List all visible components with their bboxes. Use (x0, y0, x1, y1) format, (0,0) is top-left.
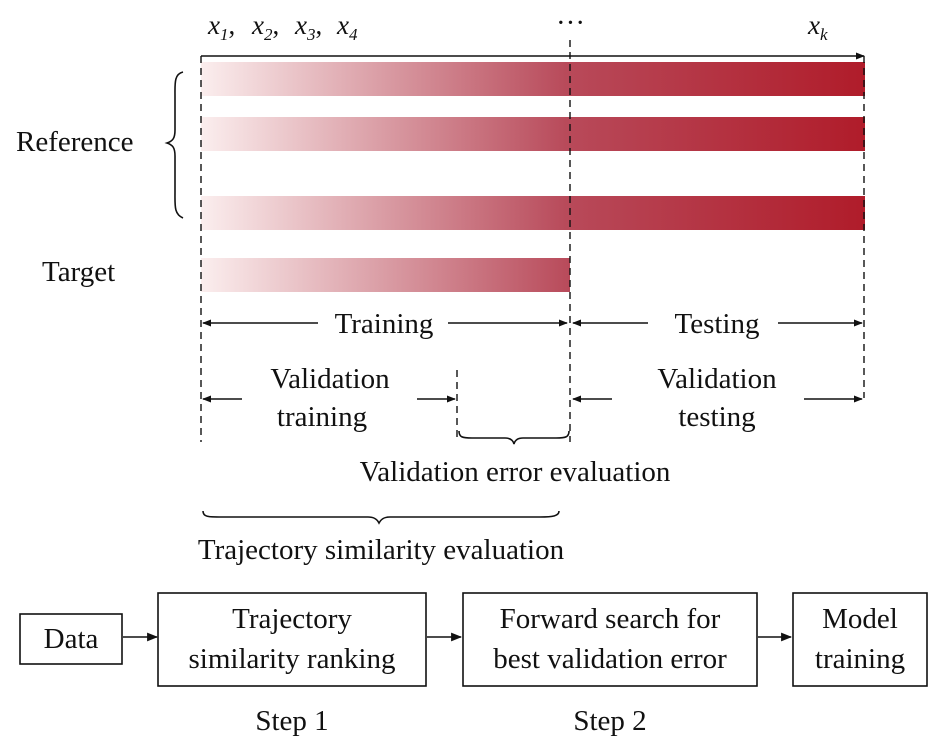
ranking-label-1: Trajectory (232, 603, 352, 635)
step-2-label: Step 2 (573, 705, 646, 737)
trajectory-similarity-label: Trajectory similarity evaluation (198, 534, 565, 566)
model-label-1: Model (822, 603, 898, 635)
ranking-box (157, 592, 427, 687)
search-label-2: best validation error (493, 643, 727, 675)
model-box (792, 592, 928, 687)
x2-label: x2, (251, 10, 279, 44)
step-1-label: Step 1 (255, 705, 328, 737)
x4-label: x4 (336, 10, 358, 44)
reference-brace (164, 71, 184, 219)
data-box (19, 613, 123, 665)
validation-training-label-2: training (277, 401, 367, 433)
reference-bar-3 (201, 196, 865, 230)
testing-label: Testing (675, 308, 760, 340)
reference-bar-2 (201, 117, 865, 151)
validation-error-label: Validation error evaluation (360, 456, 671, 488)
target-bar (201, 258, 570, 292)
validation-testing-label-2: testing (678, 401, 755, 433)
ranking-label-2: similarity ranking (189, 643, 396, 675)
reference-bar-1 (201, 62, 865, 96)
validation-training-label-1: Validation (270, 363, 390, 395)
x1-label: x1, (207, 10, 235, 44)
trajectory-similarity-brace (202, 510, 560, 525)
xk-label: xk (807, 10, 828, 44)
model-label-2: training (815, 643, 905, 675)
validation-testing-label-1: Validation (657, 363, 777, 395)
search-box (462, 592, 758, 687)
x3-label: x3, (294, 10, 322, 44)
validation-error-brace (458, 430, 570, 445)
training-label: Training (335, 308, 434, 340)
reference-label: Reference (16, 126, 134, 158)
search-label-1: Forward search for (500, 603, 721, 635)
data-box-label: Data (44, 623, 99, 655)
ellipsis-label: ··· (556, 7, 585, 39)
target-label: Target (42, 256, 115, 288)
